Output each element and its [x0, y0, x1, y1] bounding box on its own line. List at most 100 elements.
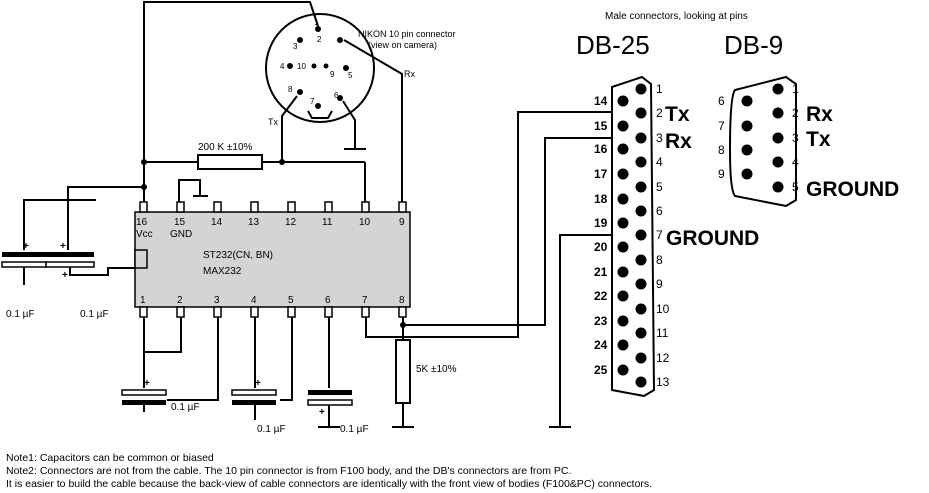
- svg-text:21: 21: [594, 265, 608, 279]
- svg-text:13: 13: [656, 375, 670, 389]
- ic-vcc-label: Vcc: [136, 229, 153, 240]
- svg-text:18: 18: [594, 192, 608, 206]
- db9-rx-label: Rx: [806, 103, 833, 126]
- svg-text:8: 8: [718, 143, 725, 157]
- ic-gnd-label: GND: [170, 229, 192, 240]
- capacitor-bottom-1: +: [121, 378, 167, 405]
- db9-right-pin-labels: 1 2 3 4 5: [792, 82, 799, 194]
- ic-pin-5: 5: [288, 295, 294, 306]
- svg-text:20: 20: [594, 240, 608, 254]
- svg-text:+: +: [60, 241, 66, 252]
- ic-bottom-pin-stubs: [139, 306, 407, 318]
- svg-text:17: 17: [594, 167, 608, 181]
- ic-pin-10: 10: [359, 217, 371, 228]
- nikon-pin-9: 9: [330, 70, 335, 79]
- ic-pin-11: 11: [322, 217, 333, 228]
- nikon-rx-label: Rx: [404, 69, 415, 79]
- svg-text:5: 5: [792, 180, 799, 194]
- capacitor-left-2-label: 0.1 µF: [80, 309, 109, 320]
- svg-text:+: +: [23, 241, 29, 252]
- svg-text:5: 5: [656, 180, 663, 194]
- connectors-header: Male connectors, looking at pins: [605, 11, 748, 22]
- svg-text:11: 11: [656, 326, 669, 340]
- ic-top-pin-stubs: [139, 201, 407, 213]
- capacitor-bottom-1-label: 0.1 µF: [171, 402, 200, 413]
- nikon-pin-3: 3: [293, 42, 298, 51]
- svg-text:23: 23: [594, 314, 608, 328]
- svg-text:25: 25: [594, 363, 608, 377]
- nikon-tx-label: Tx: [268, 117, 278, 127]
- ic-notch: [134, 249, 148, 269]
- ic-pin-3: 3: [214, 295, 220, 306]
- svg-text:16: 16: [594, 142, 608, 156]
- nikon-pin-5: 5: [348, 71, 353, 80]
- wire-vcc-top: [143, 0, 319, 165]
- svg-text:4: 4: [792, 155, 799, 169]
- wire-to-db-tx: [365, 111, 646, 338]
- svg-text:1: 1: [656, 82, 663, 96]
- ic-pin-16: 16: [136, 217, 148, 228]
- db25-ground-label: GROUND: [666, 227, 759, 250]
- db25-rx-label: Rx: [665, 130, 692, 153]
- svg-text:8: 8: [656, 253, 663, 267]
- ic-pin-9: 9: [399, 217, 405, 228]
- nikon-pin-10: 10: [297, 62, 306, 71]
- resistor-5k: [395, 339, 411, 404]
- svg-text:6: 6: [718, 94, 725, 108]
- svg-text:+: +: [62, 270, 68, 281]
- ic-pin-4: 4: [251, 295, 257, 306]
- ic-name-line2: MAX232: [203, 266, 242, 277]
- svg-text:+: +: [319, 407, 325, 418]
- ic-pin-1: 1: [140, 295, 146, 306]
- wire-nikon-tx: [281, 95, 298, 163]
- svg-text:2: 2: [792, 106, 799, 120]
- db9-title: DB-9: [724, 30, 783, 60]
- capacitor-bottom-3-label: 0.1 µF: [340, 424, 369, 435]
- ic-chip: [134, 211, 411, 308]
- svg-text:9: 9: [656, 277, 663, 291]
- note-3: It is easier to build the cable because …: [6, 478, 653, 490]
- svg-text:1: 1: [792, 82, 799, 96]
- nikon-pin-2: 2: [317, 35, 322, 44]
- db9-ground-label: GROUND: [806, 178, 899, 201]
- capacitor-bottom-2-label: 0.1 µF: [257, 424, 286, 435]
- svg-text:3: 3: [656, 131, 663, 145]
- wire-gnd: [178, 179, 201, 205]
- resistor-200k-label: 200 K ±10%: [198, 142, 253, 153]
- resistor-200k: [197, 154, 263, 170]
- note-2: Note2: Connectors are not from the cable…: [6, 465, 572, 477]
- svg-text:15: 15: [594, 119, 608, 133]
- db25-tx-label: Tx: [665, 103, 690, 126]
- nikon-pin-4: 4: [280, 62, 285, 71]
- db9-tx-label: Tx: [806, 128, 831, 151]
- note-1: Note1: Capacitors can be common or biase…: [6, 452, 214, 464]
- ic-pin-12: 12: [285, 217, 297, 228]
- ic-pin-6: 6: [325, 295, 331, 306]
- notes: Note1: Capacitors can be common or biase…: [6, 452, 652, 491]
- wire-to-db-rx: [402, 137, 646, 326]
- nikon-connector-sublabel: (view on camera): [368, 40, 437, 50]
- db25-title: DB-25: [576, 30, 650, 60]
- resistor-5k-label: 5K ±10%: [416, 364, 457, 375]
- capacitor-left-2: +: [45, 241, 95, 268]
- ic-pin-13: 13: [248, 217, 260, 228]
- capacitor-left-1-label: 0.1 µF: [6, 309, 35, 320]
- svg-text:7: 7: [718, 119, 725, 133]
- svg-text:3: 3: [792, 131, 799, 145]
- nikon-pin-7: 7: [310, 97, 315, 106]
- db25-connector: [611, 75, 656, 398]
- svg-text:24: 24: [594, 338, 608, 352]
- capacitor-left-1: +: [1, 241, 47, 268]
- svg-text:14: 14: [594, 94, 608, 108]
- svg-text:7: 7: [656, 228, 663, 242]
- svg-text:4: 4: [656, 155, 663, 169]
- capacitor-bottom-2: +: [231, 378, 277, 405]
- svg-text:6: 6: [656, 204, 663, 218]
- svg-text:+: +: [144, 378, 150, 389]
- ic-pin-2: 2: [177, 295, 183, 306]
- nikon-pin-6: 6: [334, 91, 339, 100]
- svg-text:10: 10: [656, 302, 670, 316]
- svg-text:+: +: [255, 378, 261, 389]
- db9-left-pin-labels: 6 7 8 9: [718, 94, 725, 181]
- db9-connector: [728, 75, 797, 208]
